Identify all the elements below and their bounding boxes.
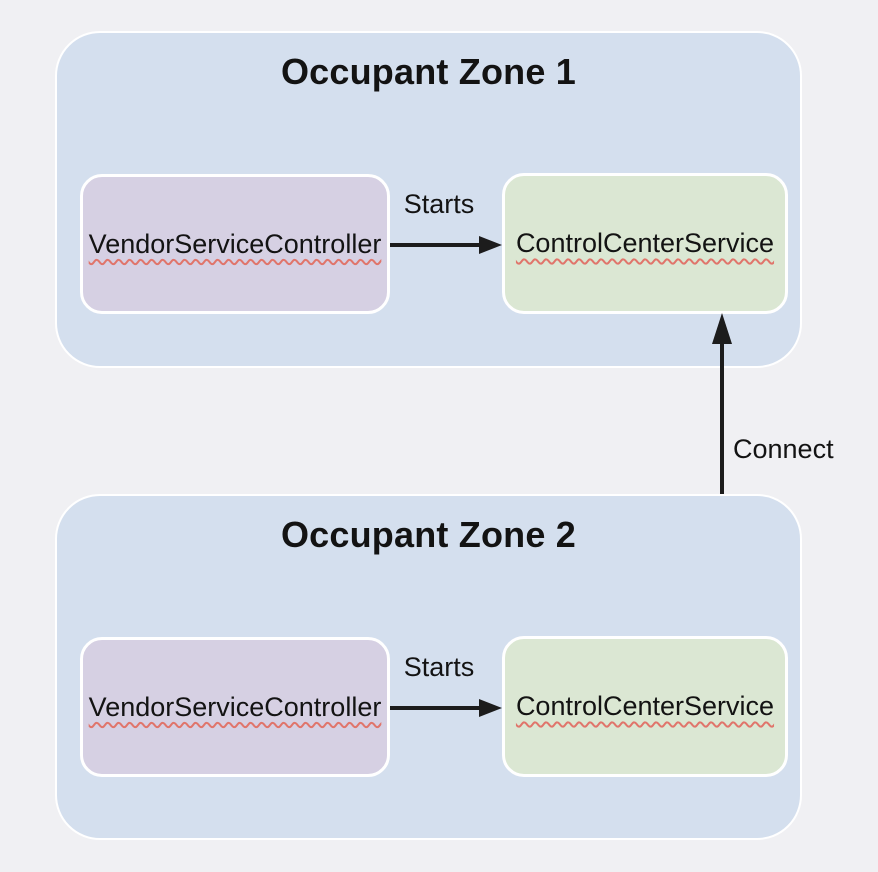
vendor-service-controller-node-2: VendorServiceController (80, 637, 390, 777)
control-center-service-node-1: ControlCenterService (502, 173, 788, 314)
occupant-zone-1: Occupant Zone 1 VendorServiceController … (55, 31, 802, 368)
vendor-service-controller-node-1: VendorServiceController (80, 174, 390, 314)
starts-label-1: Starts (403, 189, 475, 219)
vendor-service-controller-label-1: VendorServiceController (88, 228, 382, 259)
starts-arrow-2 (390, 699, 502, 717)
starts-arrow-1 (390, 236, 502, 254)
connect-label: Connect (733, 434, 834, 464)
starts-label-2: Starts (403, 652, 475, 682)
control-center-service-label-2: ControlCenterService (515, 691, 775, 721)
zone-1-title: Occupant Zone 1 (280, 51, 577, 92)
control-center-service-label-1: ControlCenterService (515, 228, 775, 258)
occupant-zone-2: Occupant Zone 2 VendorServiceController … (55, 494, 802, 840)
zone-2-title: Occupant Zone 2 (280, 514, 577, 555)
control-center-service-node-2: ControlCenterService (502, 636, 788, 777)
vendor-service-controller-label-2: VendorServiceController (88, 691, 382, 722)
